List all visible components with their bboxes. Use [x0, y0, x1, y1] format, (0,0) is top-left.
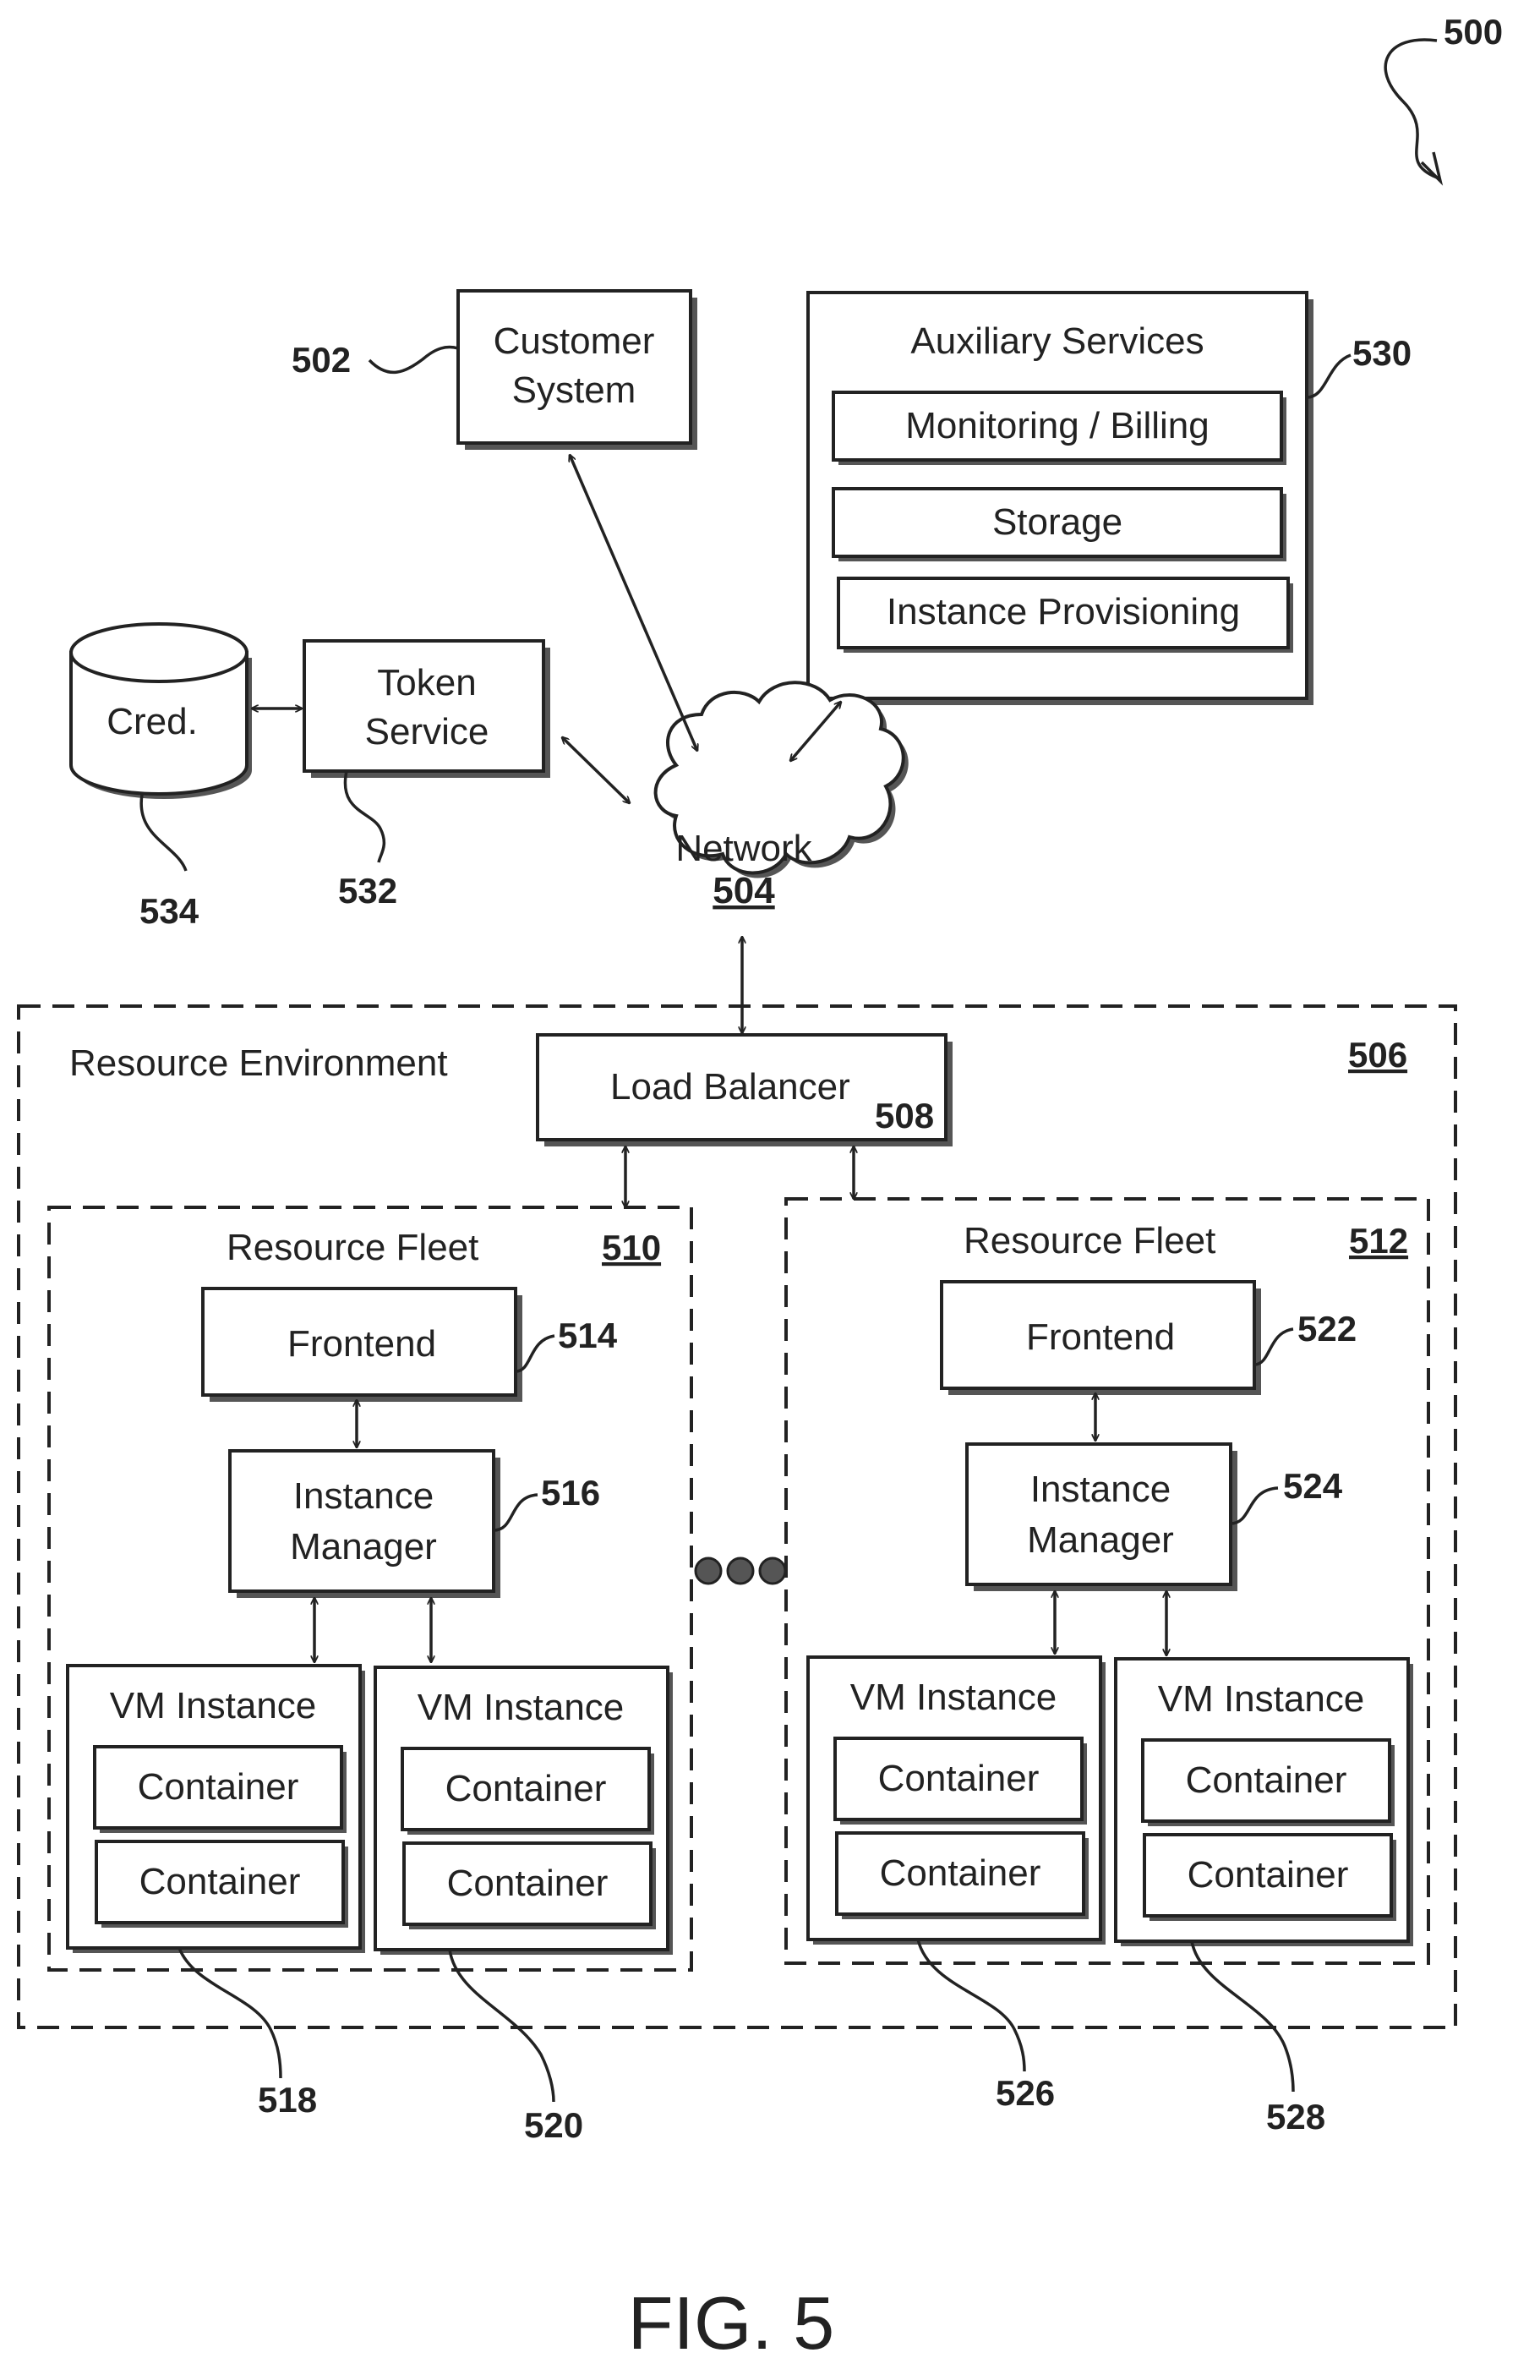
auxiliary-services-title: Auxiliary Services: [910, 320, 1204, 362]
vm-instance-520-leader: [450, 1950, 554, 2102]
vm-instance-528-label: VM Instance: [1158, 1678, 1365, 1720]
network-cloud-icon: Network 504: [656, 682, 909, 911]
vm-instance-526-ref: 526: [996, 2073, 1055, 2113]
customer-system-label-line2: System: [512, 369, 636, 411]
token-service-box: Token Service: [304, 641, 550, 778]
credentials-ref: 534: [139, 891, 199, 931]
vm-526-container-2-label: Container: [880, 1852, 1041, 1894]
resource-fleet-right-ref: 512: [1349, 1221, 1408, 1261]
instance-manager-left-ref: 516: [541, 1473, 600, 1513]
vm-526-container-1-label: Container: [878, 1758, 1040, 1799]
vm-instance-520-ref: 520: [524, 2105, 583, 2145]
figure-number-leader: [1385, 40, 1437, 178]
token-service-ref: 532: [338, 871, 397, 911]
figure-caption: FIG. 5: [628, 2281, 835, 2365]
vm-520-container-1-label: Container: [445, 1768, 607, 1809]
frontend-left-box: Frontend: [203, 1288, 522, 1402]
network-label: Network: [675, 828, 812, 869]
network-ref: 504: [713, 870, 775, 911]
vm-instance-518-ref: 518: [258, 2080, 317, 2120]
token-network-arrow: [562, 737, 630, 803]
load-balancer-ref: 508: [875, 1096, 934, 1135]
auxiliary-services-box: Auxiliary Services Monitoring / Billing …: [808, 293, 1313, 705]
customer-network-arrow: [570, 455, 697, 751]
customer-system-leader: [369, 347, 458, 373]
customer-system-box: Customer System: [458, 291, 697, 450]
vm-instance-518-label: VM Instance: [110, 1685, 317, 1726]
instance-provisioning-label: Instance Provisioning: [887, 591, 1240, 632]
instance-manager-right-label-line2: Manager: [1027, 1519, 1174, 1561]
token-service-label-line1: Token: [377, 662, 476, 703]
vm-instance-526-box: VM Instance Container Container: [808, 1657, 1106, 1945]
frontend-right-box: Frontend: [942, 1282, 1261, 1395]
auxiliary-services-ref: 530: [1352, 333, 1412, 373]
vm-528-container-2-label: Container: [1188, 1854, 1349, 1896]
credentials-leader: [141, 795, 186, 871]
instance-manager-left-label-line1: Instance: [293, 1475, 434, 1517]
vm-528-container-1-label: Container: [1186, 1759, 1347, 1801]
frontend-right-label: Frontend: [1026, 1316, 1175, 1358]
load-balancer-label: Load Balancer: [610, 1066, 850, 1108]
resource-environment-label: Resource Environment: [69, 1042, 448, 1084]
token-service-label-line2: Service: [365, 711, 489, 752]
vm-instance-520-label: VM Instance: [418, 1687, 625, 1728]
vm-instance-528-box: VM Instance Container Container: [1116, 1659, 1413, 1946]
vm-instance-518-leader: [179, 1948, 281, 2078]
resource-fleet-right-label: Resource Fleet: [964, 1220, 1215, 1261]
vm-instance-520-box: VM Instance Container Container: [375, 1667, 673, 1955]
frontend-right-ref: 522: [1297, 1309, 1357, 1349]
resource-fleet-left-ref: 510: [602, 1228, 661, 1267]
vm-instance-526-leader: [918, 1940, 1024, 2071]
vm-518-container-2-label: Container: [139, 1861, 301, 1902]
vm-instance-526-label: VM Instance: [850, 1677, 1057, 1718]
customer-system-label-line1: Customer: [494, 320, 655, 362]
figure-number-label: 500: [1444, 12, 1503, 52]
instance-manager-left-box: Instance Manager: [230, 1451, 500, 1598]
frontend-left-label: Frontend: [287, 1323, 436, 1365]
customer-system-ref: 502: [292, 340, 351, 380]
storage-label: Storage: [992, 501, 1122, 543]
instance-manager-right-ref: 524: [1283, 1466, 1343, 1506]
vm-instance-528-ref: 528: [1266, 2097, 1325, 2137]
figure-number-arrowhead: [1422, 152, 1440, 181]
credentials-database-icon: Cred.: [71, 624, 252, 799]
load-balancer-box: Load Balancer 508: [538, 1035, 953, 1146]
resource-environment-ref: 506: [1348, 1035, 1407, 1075]
credentials-label: Cred.: [106, 701, 198, 742]
monitoring-billing-label: Monitoring / Billing: [905, 405, 1210, 446]
instance-manager-right-label-line1: Instance: [1030, 1469, 1171, 1510]
instance-manager-left-label-line2: Manager: [290, 1526, 437, 1568]
instance-manager-right-leader: [1231, 1488, 1278, 1524]
instance-manager-right-box: Instance Manager: [967, 1444, 1237, 1591]
resource-fleet-left-label: Resource Fleet: [227, 1227, 478, 1268]
ellipsis-dots: [696, 1558, 785, 1584]
vm-520-container-2-label: Container: [447, 1863, 609, 1904]
frontend-left-ref: 514: [558, 1316, 618, 1355]
token-service-leader: [345, 771, 384, 862]
vm-instance-518-box: VM Instance Container Container: [68, 1666, 365, 1953]
vm-518-container-1-label: Container: [138, 1766, 299, 1808]
